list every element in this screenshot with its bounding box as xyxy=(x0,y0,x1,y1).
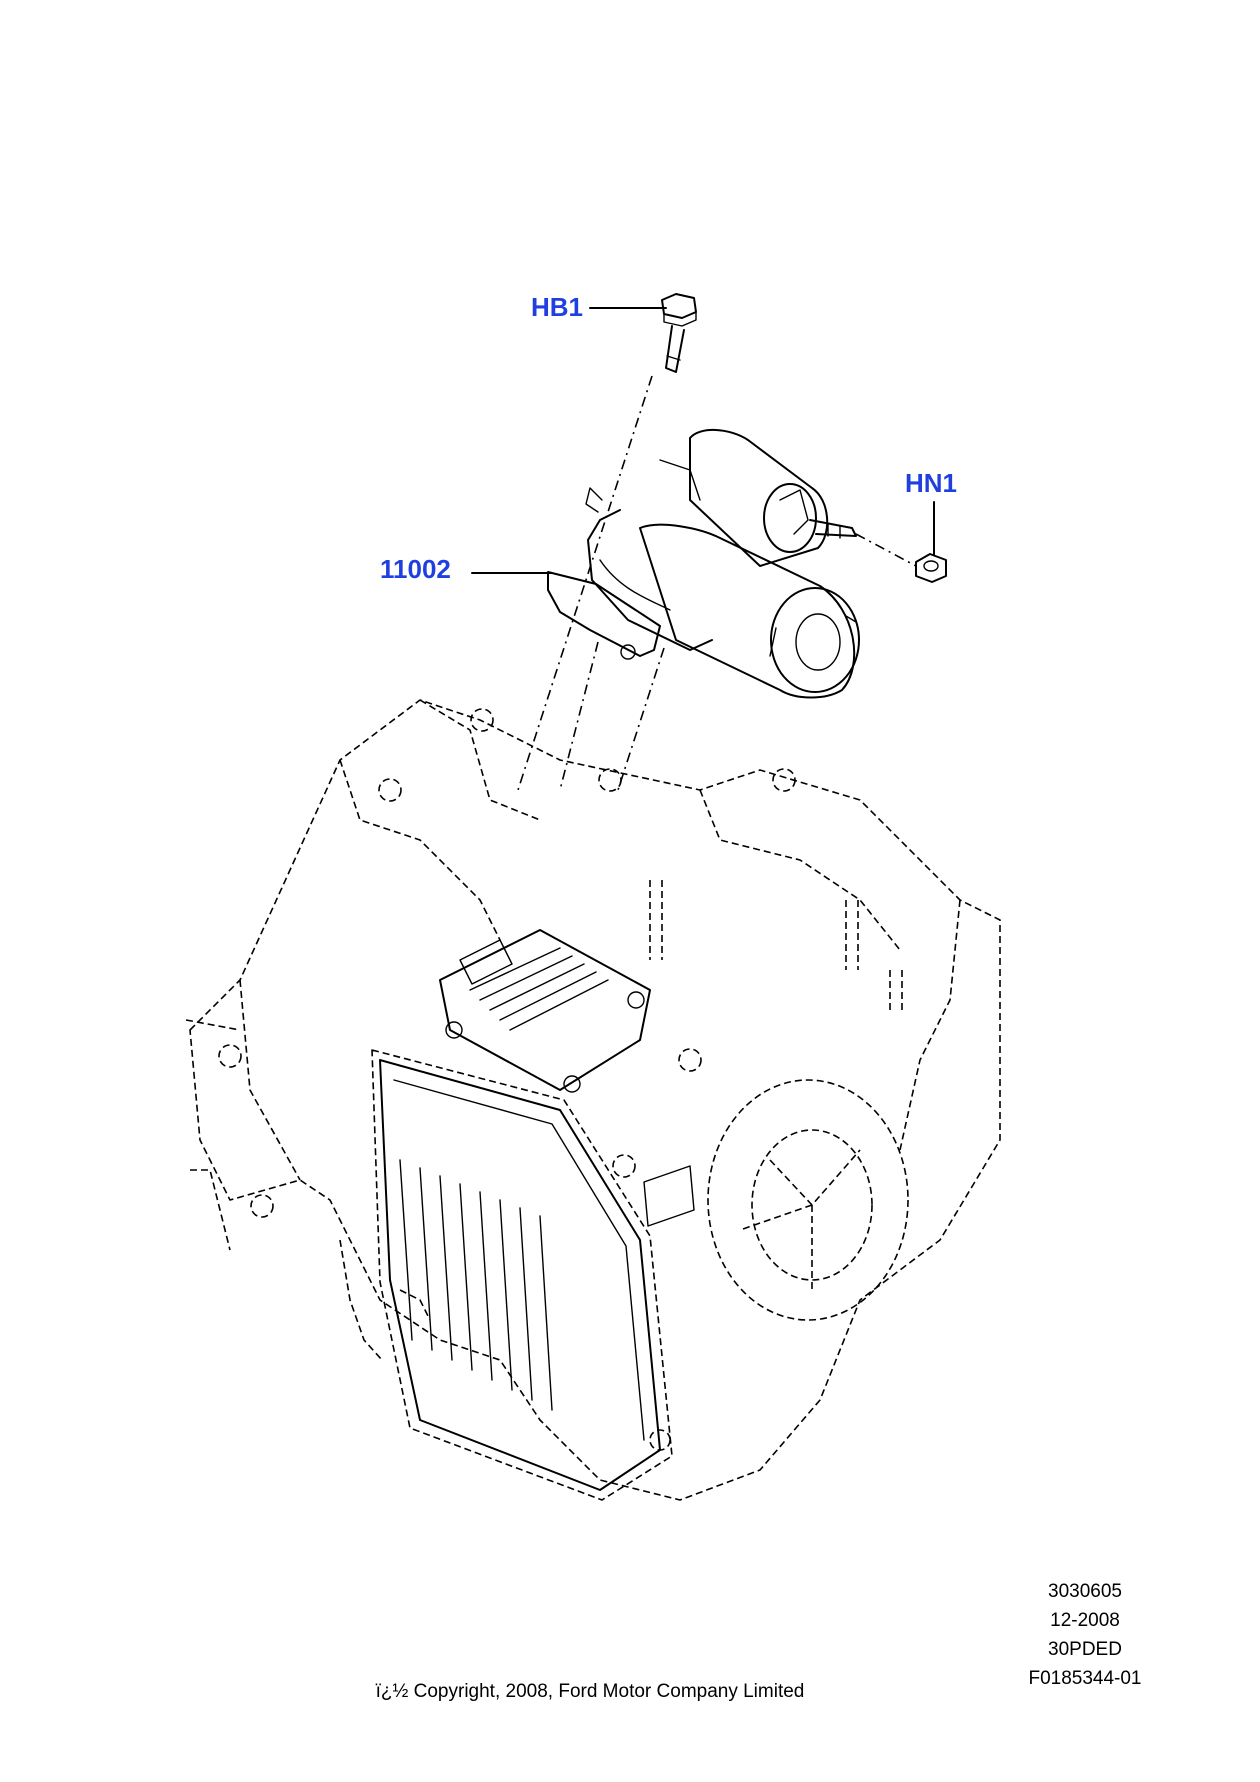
callout-11002: 11002 xyxy=(380,554,451,584)
drawing-code: 30PDED xyxy=(1048,1639,1122,1660)
bolt-hb1 xyxy=(661,293,697,373)
starter-motor xyxy=(547,428,860,699)
drawing-date: 12-2008 xyxy=(1050,1610,1120,1631)
callout-hb1: HB1 xyxy=(531,292,584,322)
leader-lines xyxy=(471,307,935,574)
copyright-notice: ï¿½ Copyright, 2008, Ford Motor Company … xyxy=(375,1681,805,1702)
figure-id: F0185344-01 xyxy=(1028,1668,1142,1689)
transaxle-housing xyxy=(185,699,1001,1501)
assembly-centerlines xyxy=(517,375,917,791)
drawing-number: 3030605 xyxy=(1048,1581,1122,1602)
nut-hn1 xyxy=(915,553,947,583)
callout-hn1: HN1 xyxy=(905,468,958,498)
